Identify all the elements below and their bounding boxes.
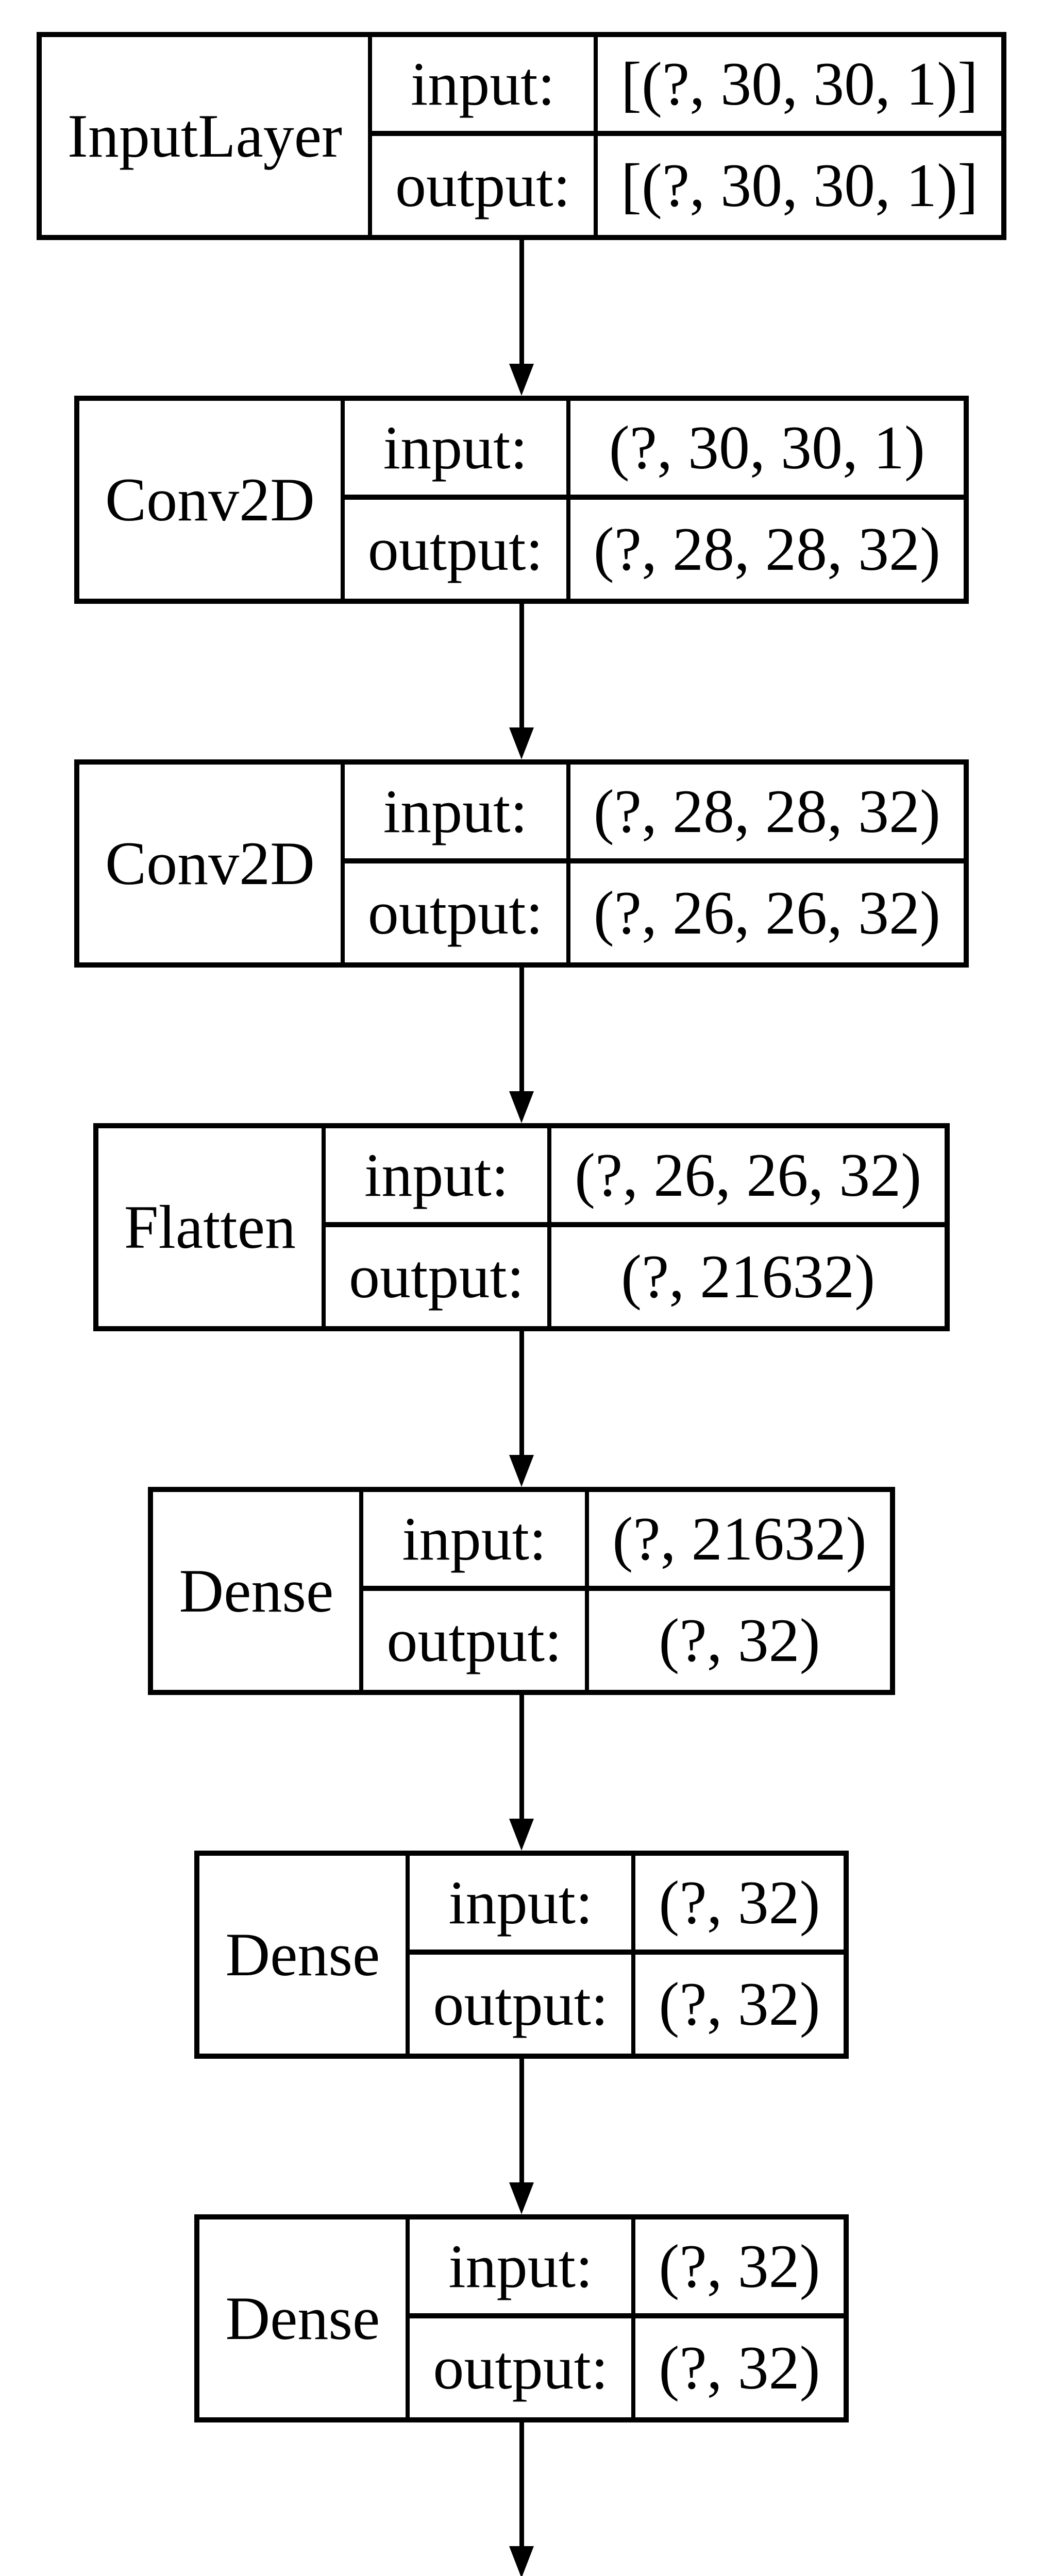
layer-name: Dense [225,1920,380,1989]
arrow-line [519,2059,524,2182]
arrow-line [519,2422,524,2546]
layer-node: Dense input: (?, 21632) output: (?, 32) [148,1487,895,1695]
output-label: output: [406,1955,631,2054]
input-shape: (?, 26, 26, 32) [547,1128,945,1227]
layer-node: InputLayer input: [(?, 30, 30, 1)] outpu… [36,32,1007,240]
layer-name: InputLayer [67,101,342,170]
layer-name: Conv2D [105,829,315,897]
layer-node: Dense input: (?, 32) output: (?, 32) [194,2214,849,2422]
flow-arrow [509,968,534,1123]
input-shape: (?, 32) [631,2219,844,2318]
arrow-line [519,604,524,727]
input-label: input: [367,37,594,136]
layer-node: Flatten input: (?, 26, 26, 32) output: (… [93,1123,950,1331]
output-shape: (?, 26, 26, 32) [566,863,964,962]
input-label: input: [340,765,566,863]
output-shape: (?, 32) [631,1955,843,2054]
input-label: input: [359,1492,585,1591]
output-shape: (?, 32) [631,2318,843,2417]
arrow-line [519,240,524,364]
output-label: output: [367,136,594,235]
flow-arrow [509,604,534,759]
layer-name: Flatten [124,1193,296,1261]
output-label: output: [406,2318,631,2417]
layer-name: Conv2D [105,465,315,534]
flow-arrow [509,240,534,396]
layer-name: Dense [225,2284,380,2352]
arrow-line [519,968,524,1091]
input-shape: [(?, 30, 30, 1)] [594,37,1002,136]
layer-node: Conv2D input: (?, 28, 28, 32) output: (?… [74,759,969,968]
flow-arrow [509,1331,534,1487]
input-label: input: [406,1856,632,1955]
flow-arrow [509,2059,534,2214]
arrowhead-icon [509,1455,534,1487]
input-label: input: [406,2219,632,2318]
layer-node: Dense input: (?, 32) output: (?, 32) [194,1851,849,2059]
output-label: output: [340,500,566,599]
input-shape: (?, 28, 28, 32) [566,765,964,863]
arrowhead-icon [509,2546,534,2576]
output-label: output: [359,1591,585,1690]
flow-arrow [509,1695,534,1851]
flow-arrow [509,2422,534,2576]
output-label: output: [340,863,566,962]
output-shape: (?, 21632) [547,1227,945,1326]
arrowhead-icon [509,727,534,759]
arrowhead-icon [509,1819,534,1851]
input-label: input: [340,401,566,500]
output-shape: [(?, 30, 30, 1)] [594,136,1001,235]
layer-node: Conv2D input: (?, 30, 30, 1) output: (?,… [74,396,969,604]
output-shape: (?, 28, 28, 32) [566,500,964,599]
layer-name: Dense [179,1556,334,1625]
output-label: output: [322,1227,547,1326]
input-shape: (?, 32) [631,1856,844,1955]
arrow-line [519,1331,524,1455]
input-shape: (?, 30, 30, 1) [566,401,964,500]
input-shape: (?, 21632) [585,1492,890,1591]
input-label: input: [322,1128,548,1227]
arrowhead-icon [509,2182,534,2214]
arrowhead-icon [509,364,534,396]
output-shape: (?, 32) [585,1591,889,1690]
arrowhead-icon [509,1091,534,1123]
arrow-line [519,1695,524,1819]
